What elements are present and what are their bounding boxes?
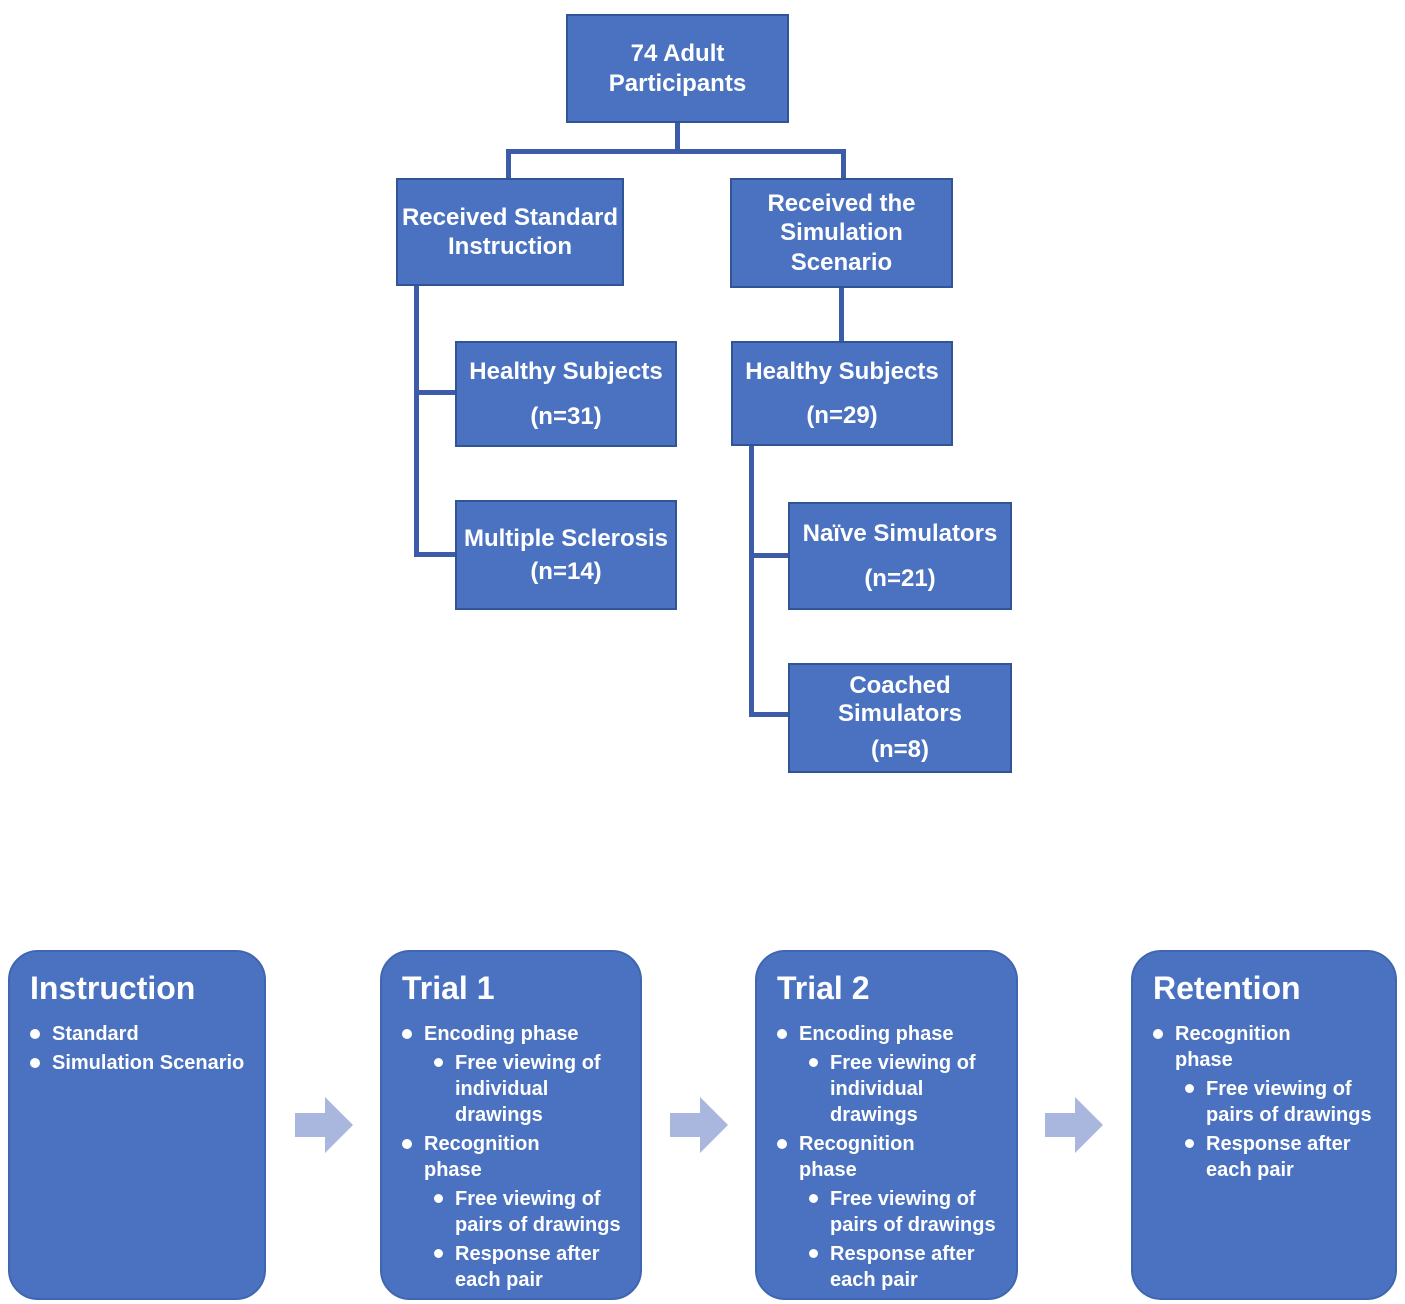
connector-root-stem [675,123,680,151]
stage-bullets: Recognition phase Free viewing of pairs … [1153,1021,1385,1183]
bullet-item: Recognition phase [402,1131,630,1183]
arrow-right-icon [295,1097,353,1153]
bullet-subitem: Response after each pair [1185,1131,1385,1183]
node-healthy-n31: Healthy Subjects (n=31) [455,341,677,447]
node-healthy-n29: Healthy Subjects (n=29) [731,341,953,446]
node-count: (n=8) [870,736,929,764]
bullet-subitem: Free viewing of pairs of drawings [434,1186,630,1238]
bullet-icon [1185,1139,1194,1148]
bullet-icon [777,1029,787,1039]
connector-to-healthy31 [414,390,455,395]
bullet-subitem: Free viewing of individual drawings [434,1050,630,1128]
bullet-item: Encoding phase [402,1021,630,1047]
bullet-subitem: Free viewing of pairs of drawings [1185,1076,1385,1128]
stage-title: Retention [1153,970,1301,1006]
arrow-right-icon [1045,1097,1103,1153]
connector-to-naive21 [749,553,788,558]
bullet-subitem: Free viewing of pairs of drawings [809,1186,1006,1238]
bullet-icon [1153,1029,1163,1039]
node-label: Healthy Subjects [745,357,939,385]
node-simulation-scenario: Received the Simulation Scenario [730,178,953,288]
bullet-subitem: Response after each pair [809,1241,1006,1293]
bullet-icon [30,1029,40,1039]
bullet-icon [30,1058,40,1068]
bullet-icon [402,1139,412,1149]
bullet-icon [809,1249,818,1258]
bullet-subitem: Free viewing of individual drawings [809,1050,1006,1128]
bullet-icon [434,1058,443,1067]
node-count: (n=29) [806,402,878,429]
connector-root-split [506,149,846,154]
connector-to-simulation [841,149,846,178]
bullet-item: Simulation Scenario [30,1050,254,1076]
connector-to-coached8 [749,712,788,717]
connector-sim-stem [839,288,844,341]
connector-standard-branch [414,286,419,557]
bullet-subitem: Response after each pair [434,1241,630,1293]
stage-trial-1: Trial 1 Encoding phase Free viewing of i… [380,950,642,1300]
node-label: Multiple Sclerosis [463,525,669,553]
node-label: Healthy Subjects [469,358,663,386]
node-line: 74 Adult [630,40,725,68]
stage-instruction: Instruction Standard Simulation Scenario [8,950,266,1300]
node-multiple-sclerosis-n14: Multiple Sclerosis (n=14) [455,500,677,610]
bullet-icon [809,1194,818,1203]
bullet-item: Recognition phase [777,1131,1006,1183]
node-count: (n=14) [530,557,602,585]
connector-simulation-branch [749,446,754,717]
stage-title: Trial 2 [777,970,870,1006]
stage-title: Instruction [30,970,196,1006]
node-line: Instruction [448,233,572,260]
node-total-participants: 74 Adult Participants [566,14,789,123]
bullet-icon [777,1139,787,1149]
stage-retention: Retention Recognition phase Free viewing… [1131,950,1397,1300]
bullet-item: Standard [30,1021,254,1047]
bullet-icon [434,1194,443,1203]
stage-trial-2: Trial 2 Encoding phase Free viewing of i… [755,950,1018,1300]
node-line: Scenario [790,248,893,276]
stage-bullets: Encoding phase Free viewing of individua… [777,1021,1006,1293]
bullet-icon [402,1029,412,1039]
connector-to-standard [506,149,511,178]
stage-bullets: Encoding phase Free viewing of individua… [402,1021,630,1293]
stage-bullets: Standard Simulation Scenario [30,1021,254,1076]
node-naive-simulators-n21: Naïve Simulators (n=21) [788,502,1012,610]
node-line: Simulation [780,219,903,247]
node-line: Participants [608,69,747,97]
node-count: (n=21) [864,564,936,592]
node-standard-instruction: Received Standard Instruction [396,178,624,286]
node-coached-simulators-n8: Coached Simulators (n=8) [788,663,1012,773]
node-line: Received the [767,190,916,218]
bullet-icon [1185,1084,1194,1093]
node-line: Received Standard [401,203,619,231]
node-label: Naïve Simulators [802,520,998,548]
bullet-item: Encoding phase [777,1021,1006,1047]
bullet-item: Recognition phase [1153,1021,1385,1073]
node-count: (n=31) [530,402,602,430]
node-line: Coached [849,671,951,699]
connector-to-ms14 [414,552,455,557]
arrow-right-icon [670,1097,728,1153]
bullet-icon [809,1058,818,1067]
node-line: Simulators [837,699,963,727]
stage-title: Trial 1 [402,970,495,1006]
bullet-icon [434,1249,443,1258]
